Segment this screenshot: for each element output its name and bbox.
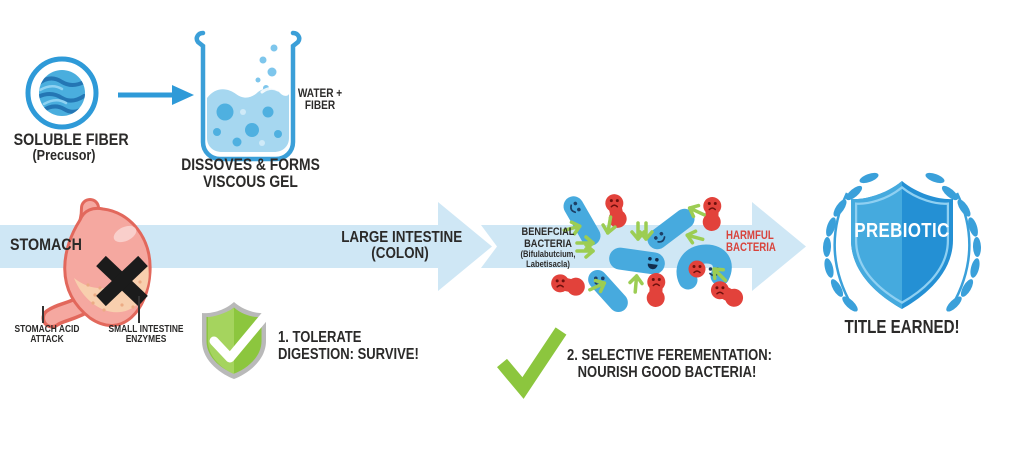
beaker-caption: DISSOVES & FORMS VISCOUS GEL	[181, 157, 320, 191]
fiber-to-gel-arrow-icon	[118, 85, 194, 105]
bad-bacteria-icon	[549, 192, 747, 310]
harmful-bacteria-label: HARMFUL BACTERIA	[726, 230, 776, 254]
survive-shield-icon	[202, 302, 270, 379]
beneficial-line3: (Bifulabutcium,	[520, 249, 576, 260]
good-bacteria-icon	[563, 196, 732, 313]
prebiotic-shield-label: PREBIOTIC	[854, 220, 950, 242]
soluble-fiber-line1: SOLUBLE FIBER	[13, 130, 129, 149]
stomach-acid-line2: ATTACK	[30, 334, 64, 346]
step1-tolerate-text: 1. TOLERATE DIGESTION: SURVIVE!	[278, 329, 421, 364]
bacteria-cluster	[549, 192, 747, 313]
beaker-caption-line1: DISSOVES & FORMS	[181, 156, 320, 174]
callout-lines	[42, 296, 140, 323]
soluble-fiber-line2: (Precusor)	[32, 147, 96, 165]
stomach-acid-callout: STOMACH ACID ATTACK	[13, 324, 82, 346]
stomach-band-label: STOMACH	[10, 235, 82, 254]
blocked-x-icon	[96, 255, 148, 307]
step1-line2: DIGESTION: SURVIVE!	[278, 346, 419, 364]
beaker-icon	[194, 30, 302, 162]
step2-line1: 2. SELECTIVE FEREMENTATION:	[567, 347, 772, 364]
soluble-fiber-label: SOLUBLE FIBER (Precusor)	[13, 130, 129, 165]
small-intestine-line2: ENZYMES	[125, 334, 167, 346]
step2-ferment-text: 2. SELECTIVE FEREMENTATION: NOURISH GOOD…	[567, 347, 772, 382]
large-intestine-line1: LARGE INTESTINE	[341, 229, 463, 246]
title-earned-caption: TITLE EARNED!	[844, 317, 960, 337]
large-intestine-line2: (COLON)	[371, 245, 429, 263]
step2-line2: NOURISH GOOD BACTERIA!	[577, 364, 757, 382]
water-fiber-line2: FIBER	[304, 98, 336, 113]
harmful-line1: HARMFUL	[726, 230, 774, 242]
beneficial-bacteria-label: BENEFCIAL BACTERIA (Bifulabutcium, Labet…	[507, 226, 589, 269]
beaker-caption-line2: VISCOUS GEL	[203, 172, 298, 191]
colon-flow-arrow	[481, 202, 806, 291]
beneficial-line1: BENEFCIAL	[521, 226, 575, 238]
small-intestine-line1: SMALL INTESTINE	[108, 324, 184, 335]
soluble-fiber-icon	[25, 56, 99, 130]
water-fiber-label: WATER + FIBER	[296, 86, 343, 113]
beneficial-line4: Labetisacla)	[526, 258, 570, 269]
stomach-acid-line1: STOMACH ACID	[14, 324, 80, 335]
beaker-bubbles	[255, 44, 278, 91]
laurel-wreath	[822, 170, 982, 314]
badge-shield	[851, 181, 953, 309]
step1-line1: 1. TOLERATE	[278, 329, 362, 346]
ferment-check-icon	[497, 327, 567, 399]
stomach-flow-arrow	[0, 202, 492, 291]
prebiotic-badge-icon	[822, 170, 982, 314]
small-intestine-callout: SMALL INTESTINE ENZYMES	[107, 324, 184, 346]
beneficial-line2: BACTERIA	[524, 237, 572, 250]
water-fiber-line1: WATER +	[297, 86, 343, 100]
large-intestine-label: LARGE INTESTINE (COLON)	[341, 229, 463, 263]
harmful-line2: BACTERIA	[726, 241, 776, 254]
